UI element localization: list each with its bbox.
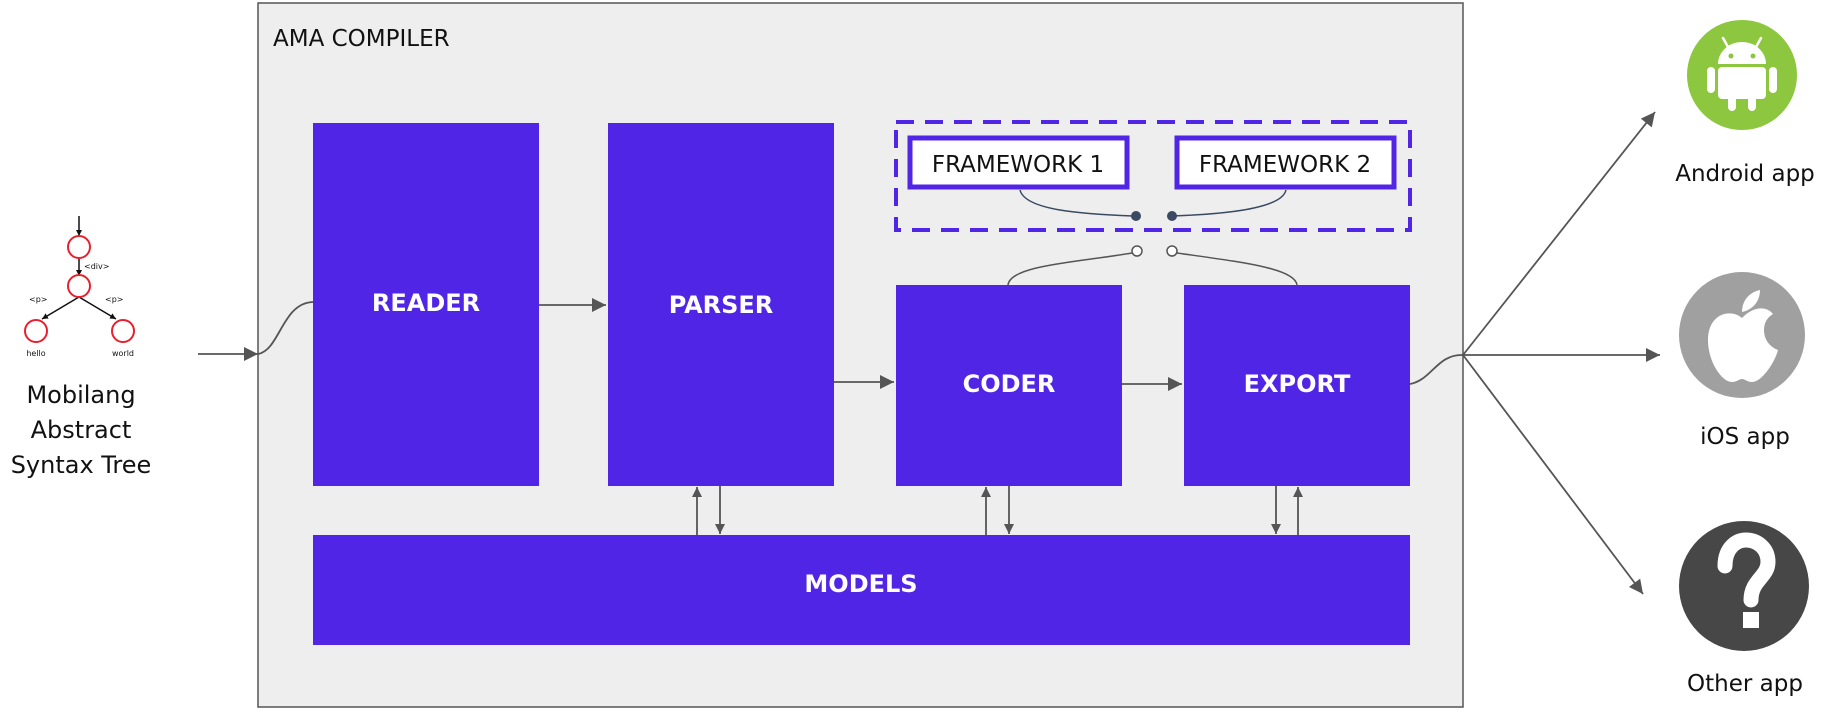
export-block[interactable] [1184, 285, 1410, 486]
framework-1-box[interactable] [907, 135, 1130, 190]
ast-tree-figure: <div> <p> <p> hello world [24, 216, 135, 358]
framework-1-label: FRAMEWORK 1 [932, 152, 1104, 178]
tree-leaf-right: world [112, 349, 134, 358]
framework-2-box[interactable] [1174, 135, 1397, 190]
export-out-curve [1409, 354, 1464, 385]
tree-tag-p-right: <p> [105, 295, 123, 304]
apple-logo-icon [1679, 272, 1805, 398]
tree-tag-p-left: <p> [29, 295, 47, 304]
other-app-label: Other app [1687, 671, 1803, 697]
models-block[interactable] [313, 535, 1410, 645]
coder-block[interactable] [896, 285, 1122, 486]
tree-root-node [67, 235, 91, 259]
framework-1-wire [1019, 189, 1134, 217]
export-label: EXPORT [1244, 370, 1351, 398]
framework-2-wire [1171, 189, 1287, 217]
tree-leaf-left: hello [26, 349, 45, 358]
tree-edge-left [41, 296, 80, 320]
export-socket [1166, 245, 1178, 257]
ios-app-label: iOS app [1700, 424, 1790, 450]
tree-div-node [67, 274, 91, 298]
input-label-line-3: Syntax Tree [11, 451, 152, 479]
tree-right-node [111, 319, 135, 343]
tree-left-node [24, 319, 48, 343]
framework-2-pin [1167, 211, 1177, 221]
input-label-line-1: Mobilang [26, 381, 135, 409]
reader-label: READER [372, 289, 480, 317]
question-mark-icon [1679, 521, 1809, 651]
input-to-reader-curve [257, 301, 314, 355]
android-logo-icon [1687, 20, 1797, 130]
export-socket-wire [1176, 252, 1298, 286]
reader-block[interactable] [313, 123, 539, 486]
framework-group [894, 120, 1412, 232]
framework-1-pin [1131, 211, 1141, 221]
arrow-to-other [1462, 354, 1644, 595]
framework-2-label: FRAMEWORK 2 [1199, 152, 1371, 178]
coder-socket [1131, 245, 1143, 257]
tree-tag-div: <div> [84, 262, 109, 271]
tree-edge-right [78, 296, 117, 320]
compiler-title: AMA COMPILER [273, 26, 450, 52]
models-label: MODELS [804, 570, 917, 598]
coder-socket-wire [1007, 252, 1133, 286]
arrow-to-android [1462, 111, 1656, 356]
parser-block[interactable] [608, 123, 834, 486]
parser-label: PARSER [669, 291, 774, 319]
coder-label: CODER [963, 370, 1056, 398]
android-app-label: Android app [1675, 161, 1815, 187]
input-label-line-2: Abstract [31, 416, 132, 444]
